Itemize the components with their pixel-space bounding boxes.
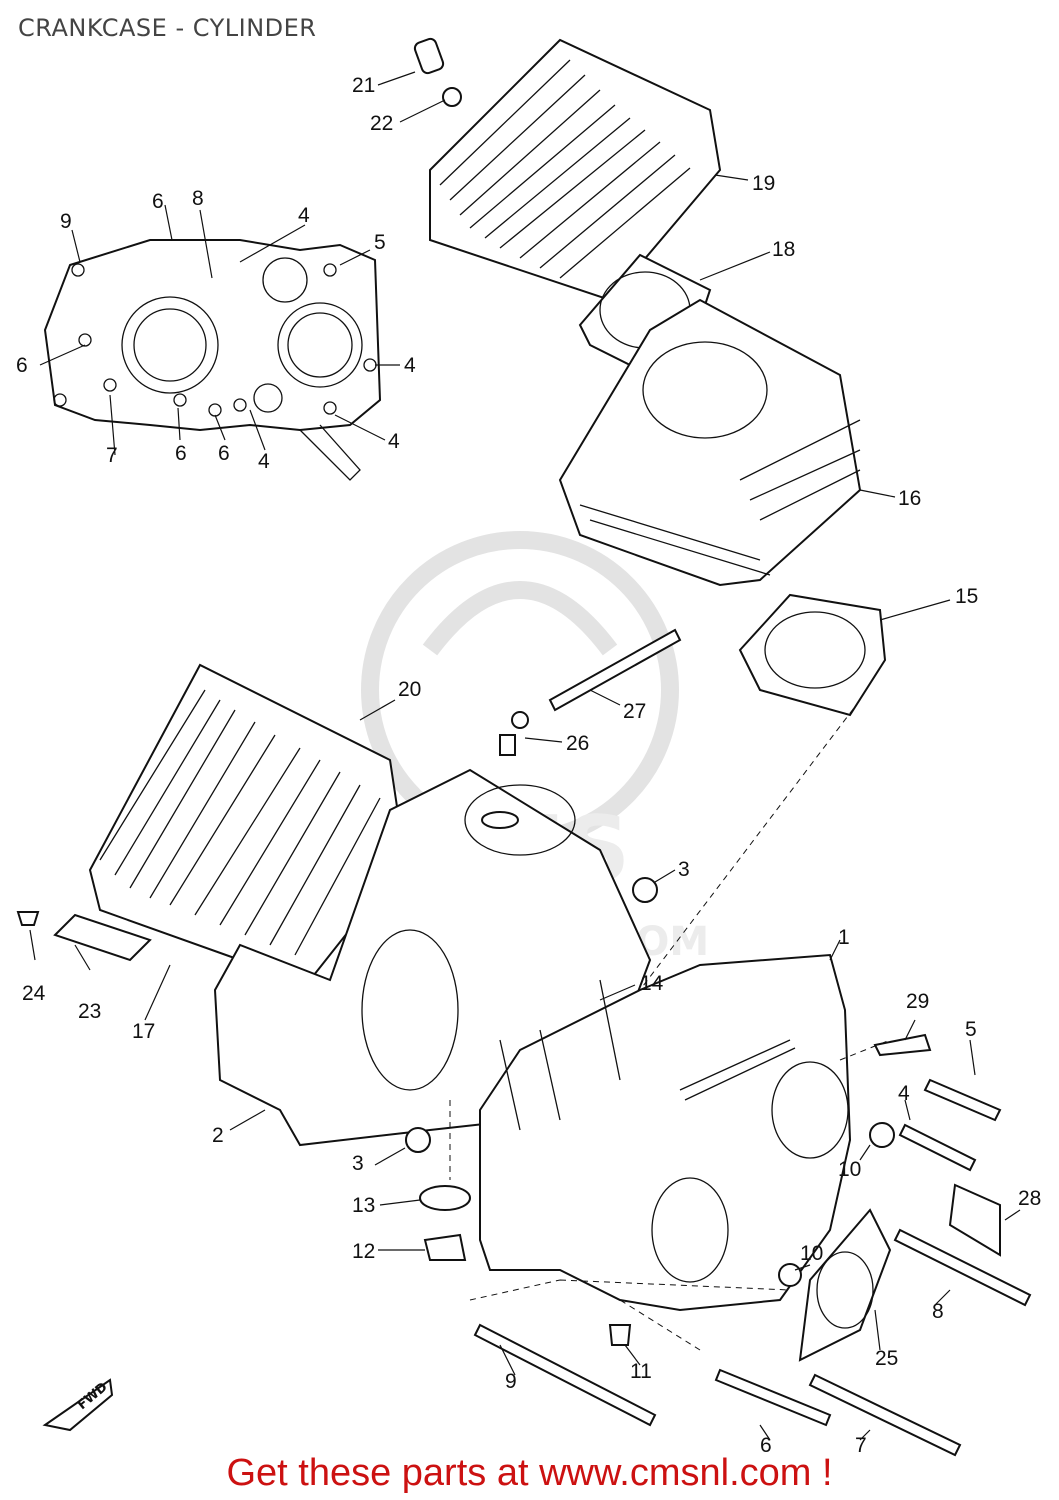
callout-numbers: 21 22 19 18 16 15 27 26 20 3 14 1 24 23 … [16,74,1041,1457]
inset-crankcase-view [43,239,382,481]
callout-16: 16 [898,487,921,510]
callout-6: 6 [152,190,164,213]
callout-17: 17 [132,1020,155,1043]
callout-25: 25 [875,1347,898,1370]
callout-19: 19 [752,172,775,195]
crankcase-right-half [479,953,852,1312]
page-title: CRANKCASE - CYLINDER [18,14,317,42]
callout-22: 22 [370,112,393,135]
callout-7: 7 [855,1434,867,1457]
callout-21: 21 [352,74,375,97]
callout-20: 20 [398,678,421,701]
callout-9: 9 [505,1370,517,1393]
callout-5: 5 [374,231,386,254]
callout-4: 4 [258,450,270,473]
callout-7: 7 [106,444,118,467]
callout-28: 28 [1018,1187,1041,1210]
callout-26: 26 [566,732,589,755]
callout-6: 6 [16,354,28,377]
footer-link-text[interactable]: Get these parts at www.cmsnl.com ! [226,1452,833,1494]
callout-27: 27 [623,700,646,723]
callout-4: 4 [898,1082,910,1105]
base-gasket [738,593,887,717]
callout-10: 10 [838,1158,861,1181]
callout-18: 18 [772,238,795,261]
callout-8: 8 [932,1300,944,1323]
callout-4: 4 [388,430,400,453]
callout-12: 12 [352,1240,375,1263]
callout-24: 24 [22,982,46,1005]
callout-2: 2 [212,1124,224,1147]
callout-6: 6 [175,442,187,465]
callout-5: 5 [965,1018,977,1041]
callout-29: 29 [906,990,929,1013]
callout-23: 23 [78,1000,101,1023]
cylinder-block-upper [558,298,862,587]
callout-13: 13 [352,1194,375,1217]
callout-6: 6 [218,442,230,465]
assembly-lines [449,699,891,1351]
callout-10: 10 [800,1242,823,1265]
callout-15: 15 [955,585,978,608]
callout-3: 3 [678,858,690,881]
callout-9: 9 [60,210,72,233]
callout-1: 1 [838,926,850,949]
leader-lines [29,71,1021,1441]
cylinder-head-upper [429,38,722,302]
callout-4: 4 [404,354,416,377]
callout-14: 14 [640,972,664,995]
callout-6: 6 [760,1434,772,1457]
callout-4: 4 [298,204,310,227]
callout-11: 11 [630,1360,652,1383]
callout-8: 8 [192,187,204,210]
callout-3: 3 [352,1152,364,1175]
fwd-arrow: FWD [42,1378,114,1432]
small-parts [16,37,1032,1457]
